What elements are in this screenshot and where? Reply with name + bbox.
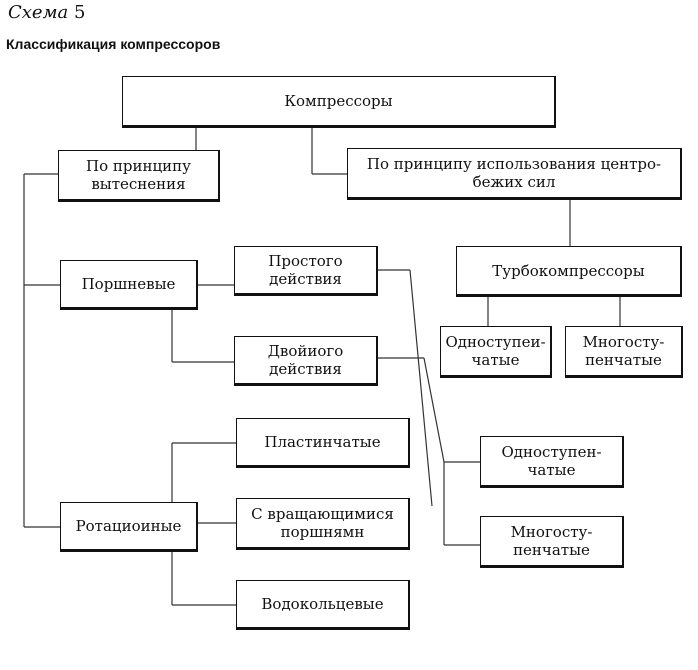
node-turbo-multi-stage: Многосту- пенчатые: [565, 326, 683, 378]
node-label: Многосту- пенчатые: [582, 333, 665, 369]
node-label: По принципу вытеснения: [86, 157, 191, 193]
node-label: Поршневые: [81, 275, 176, 293]
node-piston: Поршневые: [60, 260, 198, 310]
node-label: Многосту- пенчатые: [510, 523, 593, 559]
node-label: Одноступеи- чатые: [445, 333, 546, 369]
scheme-word: Схема: [8, 2, 69, 23]
scheme-label: Схема 5: [8, 2, 85, 23]
node-label: Одноступен- чатые: [501, 443, 602, 479]
node-turbo-single-stage: Одноступеи- чатые: [440, 326, 552, 378]
connector: [409, 269, 433, 507]
node-label: Водокольцевые: [261, 595, 384, 613]
node-by-displacement: По принципу вытеснения: [58, 150, 220, 202]
scheme-number: 5: [73, 2, 86, 23]
node-single-action: Простого действия: [234, 246, 378, 296]
node-compressors: Компрессоры: [122, 76, 556, 128]
node-rotating-pistons: С вращающимися поршнямн: [236, 498, 410, 550]
node-vane: Пластинчатые: [236, 418, 410, 468]
node-label: По принципу использования центро- бежих …: [366, 155, 662, 191]
node-label: Пластинчатые: [264, 433, 381, 451]
node-rotary: Ротациоиные: [60, 502, 198, 552]
node-label: Компрессоры: [284, 92, 393, 110]
node-label: С вращающимися поршнямн: [251, 505, 394, 541]
node-liquid-ring: Водокольцевые: [236, 580, 410, 630]
node-label: Ротациоиные: [75, 517, 182, 535]
connector: [423, 357, 445, 463]
node-label: Простого действия: [268, 252, 343, 288]
diagram-title: Классификация компрессоров: [6, 36, 221, 52]
node-double-action: Двойиого действия: [234, 336, 378, 386]
node-turbo: Турбокомпрессоры: [456, 246, 682, 297]
node-label: Двойиого действия: [267, 342, 344, 378]
node-label: Турбокомпрессоры: [492, 261, 645, 280]
node-piston-single-stage: Одноступен- чатые: [480, 436, 624, 488]
node-by-centrifugal: По принципу использования центро- бежих …: [347, 148, 682, 200]
node-piston-multi-stage: Многосту- пенчатые: [480, 516, 624, 568]
